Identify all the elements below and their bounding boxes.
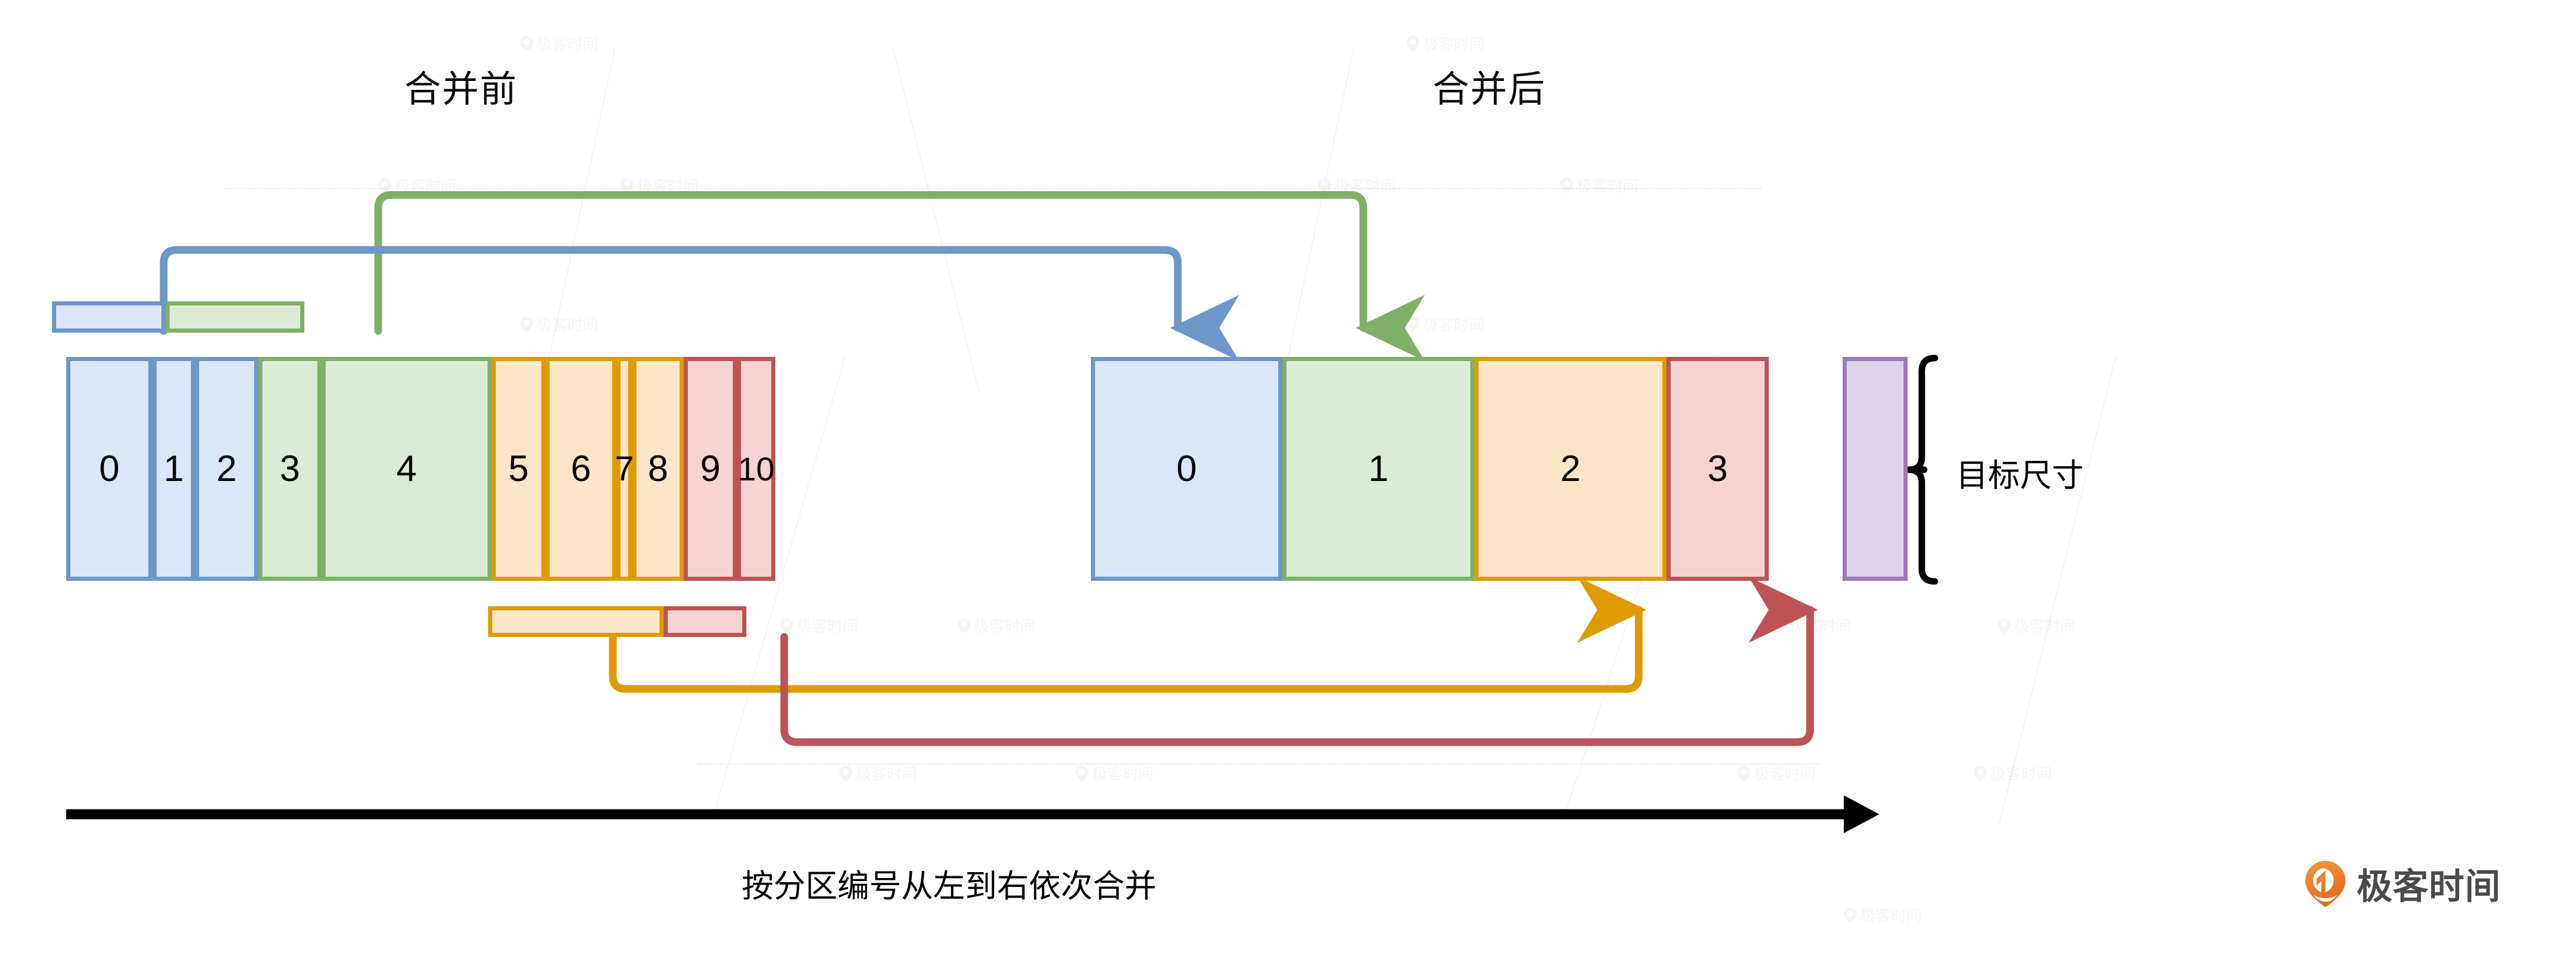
before-partition-4[interactable]: 4	[321, 357, 492, 581]
before-partition-8-label: 8	[648, 448, 668, 489]
before-partition-7[interactable]: 7	[615, 357, 634, 581]
after-partition-1-label: 1	[1368, 448, 1389, 489]
watermark-pin-icon	[1773, 617, 1786, 633]
target-size-box	[1843, 357, 1908, 581]
watermark-pin-icon	[1974, 765, 1987, 781]
before-partition-9[interactable]: 9	[684, 357, 737, 581]
watermark-pin-icon	[378, 177, 391, 193]
watermark-text: 极客时间	[1860, 907, 1922, 925]
watermark-text: 极客时间	[637, 177, 699, 195]
before-partition-1-label: 1	[163, 448, 184, 489]
watermark-pin-icon	[1560, 177, 1573, 193]
watermark-pin-icon	[1076, 765, 1089, 781]
before-partition-0-label: 0	[99, 448, 120, 489]
orange-merge-connector	[609, 577, 1646, 693]
heading-after-merge: 合并后	[1432, 69, 1547, 110]
watermark-pin-icon	[621, 177, 634, 193]
watermark-pin-icon	[1737, 765, 1750, 781]
watermark-text: 极客时间	[1334, 177, 1396, 195]
after-partition-3[interactable]: 3	[1667, 357, 1769, 581]
merge-direction-axis	[66, 795, 1879, 833]
before-partition-0[interactable]: 0	[66, 357, 152, 581]
before-partition-7-label: 7	[615, 450, 634, 488]
before-partition-6-label: 6	[570, 448, 592, 489]
before-partition-6[interactable]: 6	[545, 357, 616, 581]
after-partition-0-label: 0	[1176, 448, 1197, 489]
green-merge-connector	[374, 191, 1425, 361]
heading-before-merge: 合并前	[404, 69, 518, 110]
watermark-text: 极客时间	[1990, 765, 2052, 783]
target-size-brace	[1905, 355, 1938, 585]
before-partition-2[interactable]: 2	[195, 357, 258, 581]
preview-cell-blue	[52, 301, 165, 333]
watermark-text: 极客时间	[1423, 316, 1485, 334]
watermark-text: 极客时间	[537, 35, 599, 53]
watermark-text: 极客时间	[2014, 617, 2076, 635]
brand-name: 极客时间	[2357, 867, 2501, 906]
watermark-text: 极客时间	[1092, 765, 1154, 783]
preview-cell-orange	[488, 606, 664, 637]
before-partition-2-label: 2	[216, 448, 237, 489]
watermark-pin-icon	[520, 35, 533, 51]
watermark-pin-icon	[780, 617, 793, 633]
target-size-label: 目标尺寸	[1956, 458, 2084, 493]
watermark-text: 极客时间	[974, 617, 1036, 635]
preview-cell-green	[165, 301, 304, 333]
before-partition-10-label: 10	[738, 450, 775, 487]
watermark-pin-icon	[1844, 907, 1857, 923]
watermark-pin-icon	[1406, 35, 1419, 51]
watermark-text: 极客时间	[856, 765, 918, 783]
before-partition-5-label: 5	[508, 448, 529, 489]
after-partition-3-label: 3	[1707, 448, 1728, 489]
blue-merge-connector	[160, 246, 1239, 361]
before-partition-3-label: 3	[280, 448, 300, 489]
watermark-text: 极客时间	[537, 316, 599, 334]
watermark-pin-icon	[1318, 177, 1331, 193]
after-partition-2[interactable]: 2	[1474, 357, 1667, 581]
after-partition-2-label: 2	[1560, 448, 1581, 489]
watermark-pin-icon	[839, 765, 852, 781]
before-partition-4-label: 4	[396, 448, 417, 489]
watermark-pin-icon	[1997, 617, 2010, 633]
watermark-text: 极客时间	[1577, 177, 1639, 195]
watermark-text: 极客时间	[395, 177, 457, 195]
watermark-pin-icon	[1406, 316, 1419, 332]
before-partition-1[interactable]: 1	[152, 357, 195, 581]
after-partition-0[interactable]: 0	[1091, 357, 1282, 581]
before-partition-3[interactable]: 3	[258, 357, 321, 581]
watermark-text: 极客时间	[1423, 35, 1485, 53]
watermark-text: 极客时间	[1754, 765, 1816, 783]
watermark-pin-icon	[957, 617, 970, 633]
red-merge-connector	[780, 577, 1818, 746]
before-partition-10[interactable]: 10	[737, 357, 775, 581]
before-partition-8[interactable]: 8	[632, 357, 684, 581]
geektime-pin-icon	[2304, 860, 2347, 908]
watermark-pin-icon	[520, 316, 533, 332]
merge-direction-caption: 按分区编号从左到右依次合并	[742, 869, 1157, 904]
brand-logo: 极客时间	[2304, 858, 2501, 909]
watermark-text: 极客时间	[797, 617, 859, 635]
before-partition-5[interactable]: 5	[492, 357, 545, 581]
preview-cell-red	[664, 606, 746, 637]
after-partition-1[interactable]: 1	[1282, 357, 1474, 581]
watermark-text: 极客时间	[1789, 617, 1851, 635]
before-partition-9-label: 9	[700, 448, 721, 489]
